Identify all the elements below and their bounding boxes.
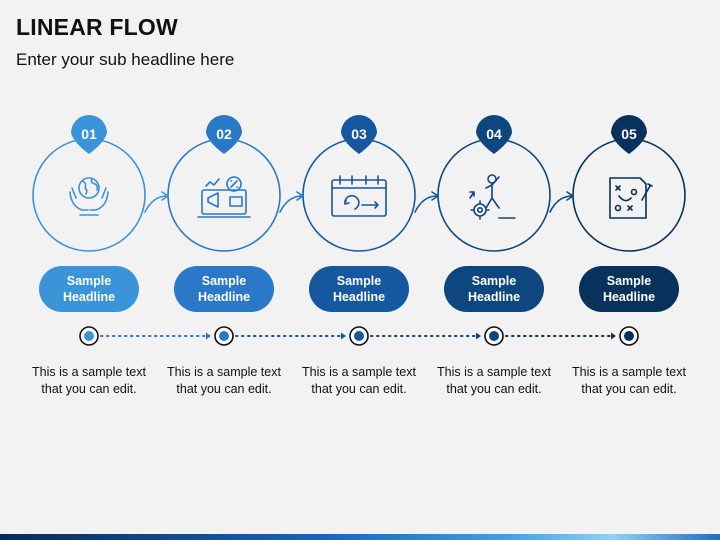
step-4-number: 04 bbox=[486, 126, 502, 142]
footer-gradient-bar bbox=[0, 534, 720, 540]
step-2-circle bbox=[167, 138, 281, 252]
step-1-badge: 01 bbox=[71, 115, 107, 154]
step-5: 05 bbox=[572, 115, 686, 252]
timeline-node-2 bbox=[214, 326, 234, 346]
step-1-circle bbox=[32, 138, 146, 252]
step-5-number: 05 bbox=[621, 126, 637, 142]
connector-arrows bbox=[144, 191, 574, 213]
timeline-node-5 bbox=[619, 326, 639, 346]
step-3: 03 bbox=[302, 115, 416, 252]
step-3-badge: 03 bbox=[341, 115, 377, 154]
timeline bbox=[79, 326, 639, 346]
step-2: 02 bbox=[167, 115, 281, 252]
step-4: 04 bbox=[437, 115, 551, 252]
page-title: LINEAR FLOW bbox=[16, 14, 178, 40]
step-1-number: 01 bbox=[81, 126, 97, 142]
step-1-headline: Sample Headline bbox=[39, 266, 139, 312]
step-2-headline: Sample Headline bbox=[174, 266, 274, 312]
timeline-node-1 bbox=[79, 326, 99, 346]
step-2-number: 02 bbox=[216, 126, 232, 142]
step-4-circle bbox=[437, 138, 551, 252]
step-4-badge: 04 bbox=[476, 115, 512, 154]
person-gear-success-icon bbox=[469, 174, 516, 220]
step-5-description: This is a sample text that you can edit. bbox=[572, 365, 686, 396]
step-5-headline: Sample Headline bbox=[579, 266, 679, 312]
calendar-cycle-icon bbox=[331, 175, 387, 217]
connector-arrow-3 bbox=[414, 195, 438, 213]
connector-arrow-4 bbox=[549, 195, 573, 213]
step-4-description: This is a sample text that you can edit. bbox=[437, 365, 551, 396]
timeline-node-3 bbox=[349, 326, 369, 346]
step-3-headline: Sample Headline bbox=[309, 266, 409, 312]
step-2-badge: 02 bbox=[206, 115, 242, 154]
strategy-plan-icon bbox=[609, 177, 653, 219]
step-5-circle bbox=[572, 138, 686, 252]
step-1-description: This is a sample text that you can edit. bbox=[32, 365, 146, 396]
connector-arrow-1 bbox=[144, 195, 168, 213]
step-2-description: This is a sample text that you can edit. bbox=[167, 365, 281, 396]
marketing-megaphone-icon bbox=[197, 176, 251, 218]
connector-arrow-2 bbox=[279, 195, 303, 213]
step-5-badge: 05 bbox=[611, 115, 647, 154]
page-subtitle: Enter your sub headline here bbox=[16, 50, 235, 69]
step-3-circle bbox=[302, 138, 416, 252]
step-1: 01 bbox=[32, 115, 146, 252]
timeline-node-4 bbox=[484, 326, 504, 346]
step-3-number: 03 bbox=[351, 126, 367, 142]
step-3-description: This is a sample text that you can edit. bbox=[302, 365, 416, 396]
globe-in-hands-icon bbox=[69, 177, 109, 216]
step-4-headline: Sample Headline bbox=[444, 266, 544, 312]
